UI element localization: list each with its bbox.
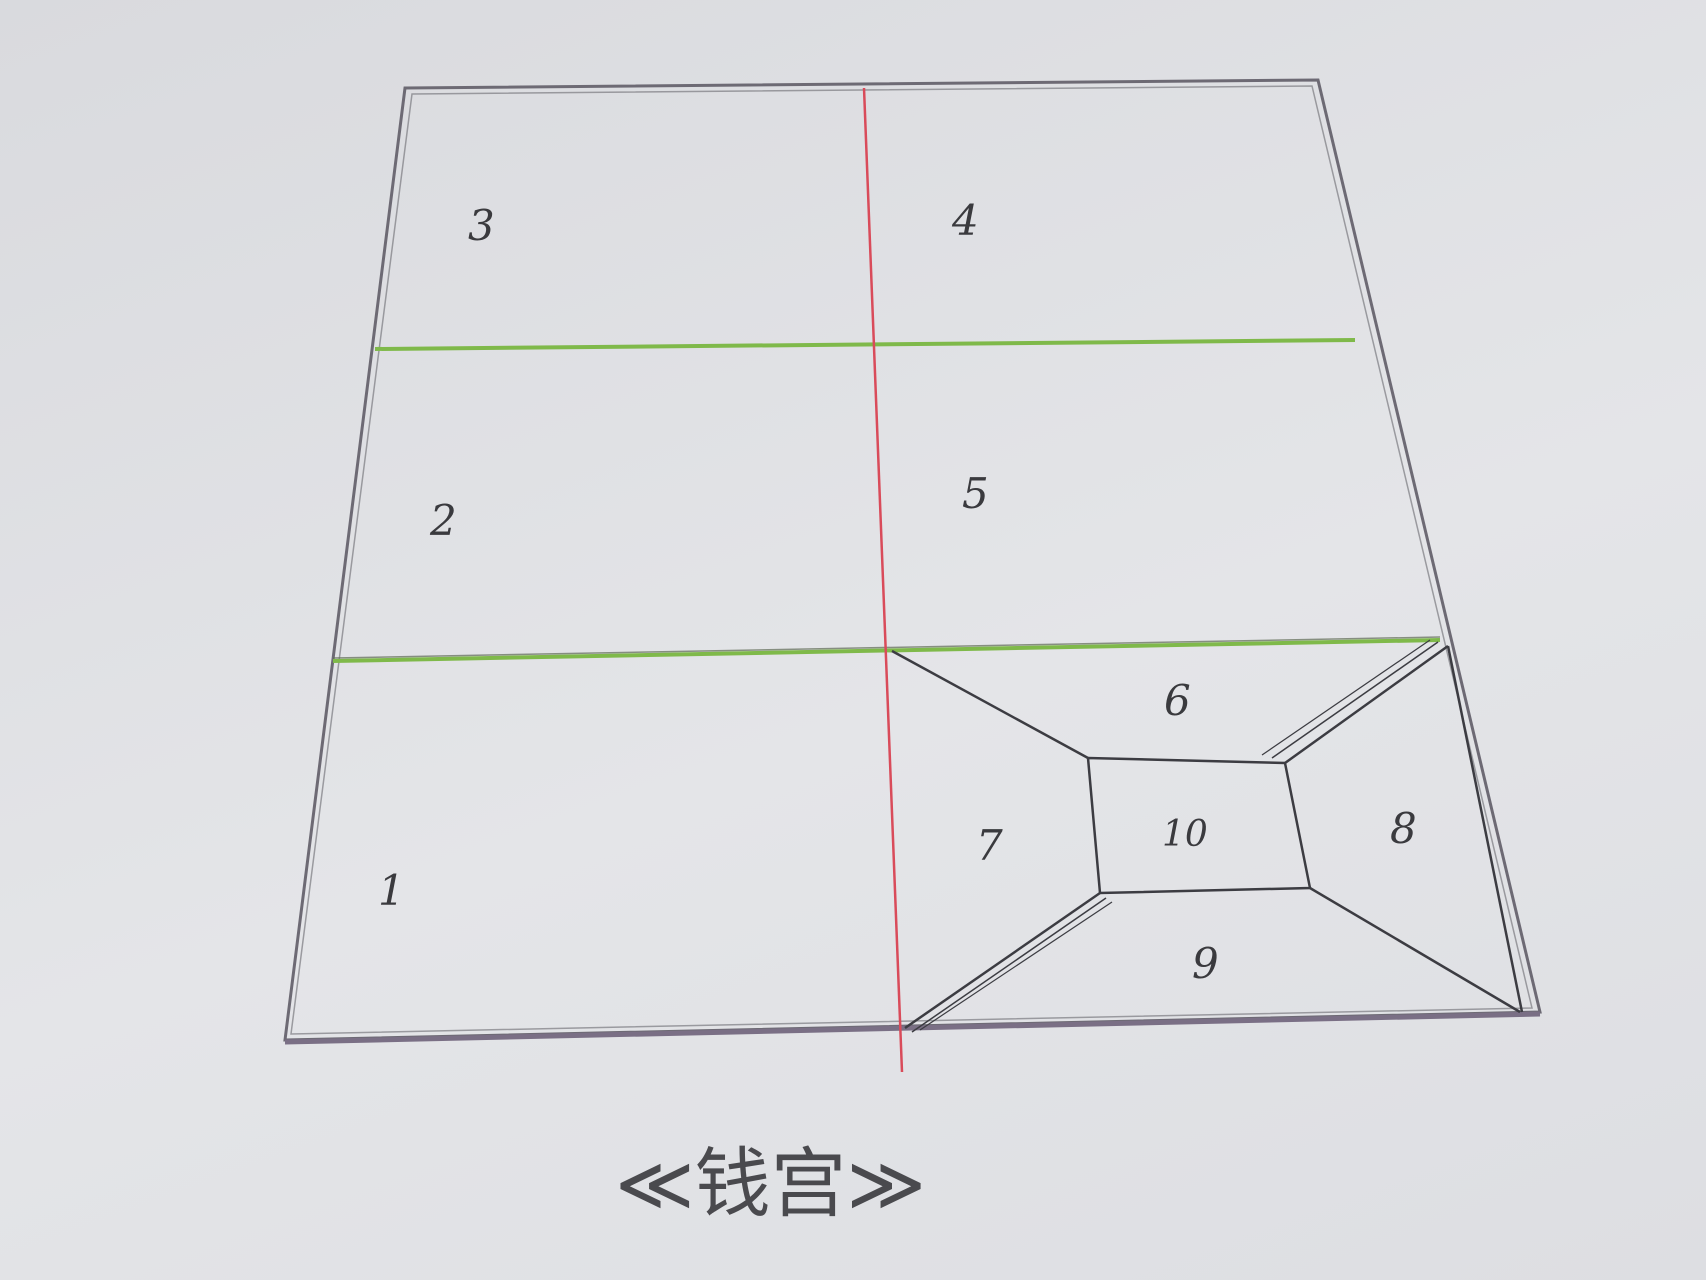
diag-bottom-left bbox=[904, 891, 1101, 1030]
diag-top-left bbox=[891, 649, 1089, 760]
outer-frame bbox=[283, 78, 1542, 1042]
diag-top-right-2 bbox=[1271, 641, 1439, 759]
region-7-label: 7 bbox=[976, 821, 1003, 870]
region-5-label: 5 bbox=[962, 469, 989, 518]
bottom-edge bbox=[284, 1011, 1541, 1045]
region-3-label: 3 bbox=[468, 201, 495, 250]
region-6-label: 6 bbox=[1164, 676, 1191, 725]
region-10-label: 10 bbox=[1162, 814, 1208, 855]
divider-upper bbox=[374, 338, 1356, 351]
diag-top-right bbox=[1284, 644, 1449, 765]
diag-bottom-right bbox=[1309, 886, 1521, 1014]
region-9-label: 9 bbox=[1192, 939, 1219, 988]
diag-bottom-left-3 bbox=[919, 901, 1113, 1031]
region-2-label: 2 bbox=[429, 496, 457, 545]
quadrant-right-edge bbox=[1446, 645, 1524, 1013]
region-1-label: 1 bbox=[378, 866, 405, 915]
region-8-label: 8 bbox=[1390, 804, 1417, 853]
region-4-label: 4 bbox=[951, 196, 979, 245]
diag-bottom-left-2 bbox=[911, 897, 1107, 1033]
diag-top-right-3 bbox=[1261, 639, 1431, 756]
center-line bbox=[862, 87, 904, 1073]
central-room-drawing bbox=[891, 639, 1524, 1033]
drawing-caption: ≪钱宫≫ bbox=[615, 1139, 926, 1228]
outer-frame-inner bbox=[290, 85, 1533, 1035]
